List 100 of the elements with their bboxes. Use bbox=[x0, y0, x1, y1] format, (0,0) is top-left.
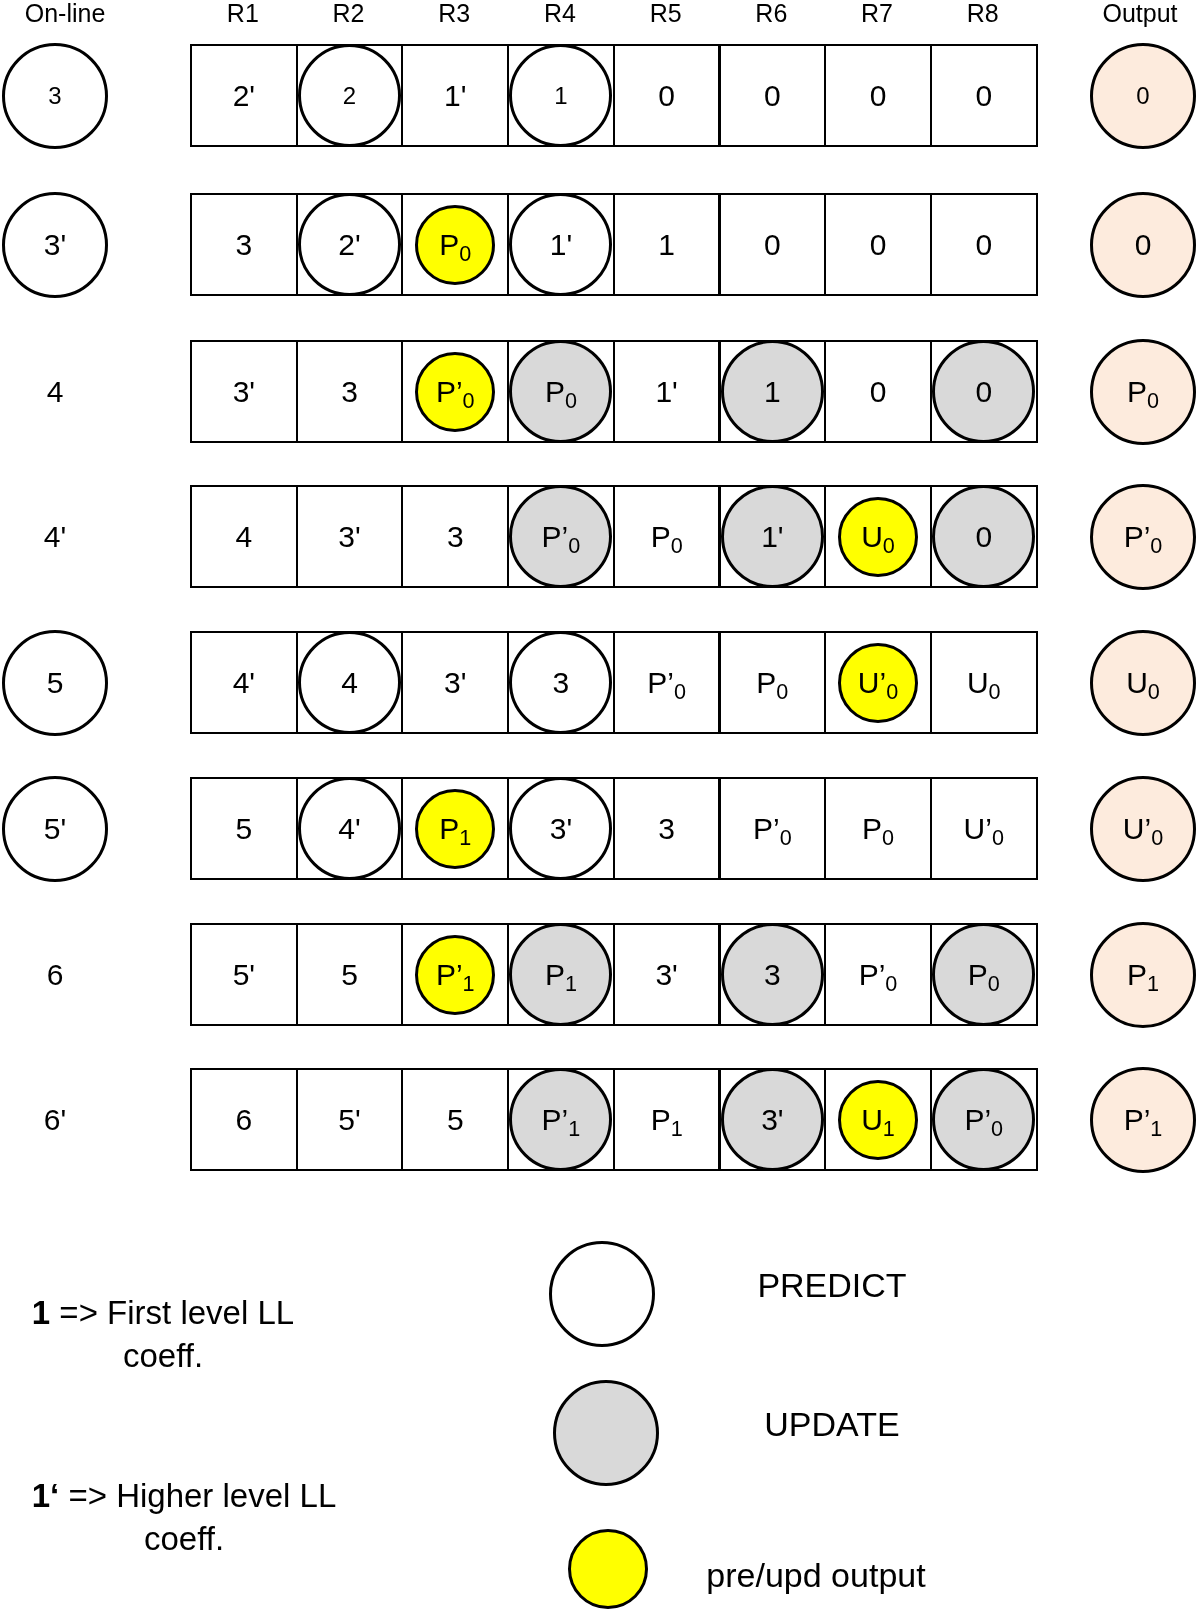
coefficient-label: P$_{0}$ bbox=[862, 813, 895, 844]
coefficient-label: P$_{1}$ bbox=[1127, 959, 1159, 990]
register-cell bbox=[190, 777, 298, 880]
coefficient-label: P’$_{0}$ bbox=[858, 959, 898, 990]
register-cell bbox=[401, 777, 510, 880]
coefficient-label: P’$_{0}$ bbox=[435, 376, 475, 407]
coefficient-label: 4 bbox=[341, 667, 358, 698]
column-header: R1 bbox=[226, 0, 259, 26]
coefficient-label: 3 bbox=[48, 83, 62, 108]
column-header: R2 bbox=[332, 0, 365, 26]
coefficient-label: 1 bbox=[554, 83, 568, 108]
register-cell bbox=[824, 777, 932, 880]
column-header: R4 bbox=[543, 0, 576, 26]
coefficient-label: 1' bbox=[444, 80, 467, 111]
register-cell bbox=[718, 777, 827, 880]
register-cell bbox=[824, 485, 932, 588]
coefficient-label: 3 bbox=[235, 229, 253, 260]
coefficient-label: 3 bbox=[658, 813, 675, 844]
coefficient-label: 2 bbox=[342, 83, 357, 108]
register-cell bbox=[190, 193, 298, 296]
register-cell bbox=[401, 193, 510, 296]
legend-label: pre/upd output bbox=[706, 1558, 926, 1592]
register-cell bbox=[824, 193, 932, 296]
coefficient-label: P’$_{1}$ bbox=[1123, 1104, 1163, 1135]
coefficient-label: 5 bbox=[46, 667, 64, 698]
coefficient-label: 4 bbox=[235, 521, 253, 552]
coefficient-label: P$_{0}$ bbox=[756, 667, 789, 698]
coefficient-label: 5' bbox=[232, 959, 256, 990]
coefficient-label: U’$_{0}$ bbox=[963, 813, 1004, 844]
coefficient-label: 6 bbox=[46, 959, 64, 990]
register-cell bbox=[718, 631, 827, 734]
coefficient-label: 3' bbox=[338, 521, 361, 552]
coefficient-label: 2' bbox=[232, 80, 256, 111]
coefficient-label: P’$_{0}$ bbox=[647, 667, 686, 698]
register-cell bbox=[929, 631, 1038, 734]
register-cell bbox=[718, 193, 827, 296]
legend-label: UPDATE bbox=[764, 1407, 900, 1441]
coefficient-label: 4' bbox=[232, 667, 256, 698]
coefficient-label: 3 bbox=[341, 376, 358, 407]
register-cell bbox=[295, 340, 404, 443]
coefficient-label: 3 bbox=[552, 667, 570, 698]
coefficient-label: U$_{0}$ bbox=[861, 521, 895, 552]
register-cell bbox=[718, 44, 827, 147]
column-header: R8 bbox=[966, 0, 999, 26]
coefficient-label: 3' bbox=[761, 1104, 784, 1135]
register-cell bbox=[190, 485, 298, 588]
coefficient-label: 0 bbox=[1134, 229, 1152, 260]
coefficient-label: 0 bbox=[1136, 83, 1150, 108]
column-header: Output bbox=[1102, 0, 1178, 26]
coefficient-label: U$_{1}$ bbox=[861, 1104, 895, 1135]
coefficient-label: P$_{0}$ bbox=[1127, 376, 1159, 407]
legend-label: PREDICT bbox=[757, 1268, 907, 1302]
coefficient-label: 5 bbox=[341, 959, 358, 990]
register-cell bbox=[295, 923, 404, 1026]
coefficient-label: P$_{1}$ bbox=[650, 1104, 683, 1135]
register-cell bbox=[824, 631, 932, 734]
coefficient-label: 0 bbox=[764, 80, 781, 111]
register-cell bbox=[612, 44, 721, 147]
register-cell bbox=[190, 631, 298, 734]
coefficient-label: 5' bbox=[43, 813, 67, 844]
register-cell bbox=[612, 923, 721, 1026]
coefficient-label: 0 bbox=[975, 229, 993, 260]
coefficient-label: P$_{0}$ bbox=[967, 959, 1000, 990]
register-cell bbox=[612, 777, 721, 880]
register-cell bbox=[929, 44, 1038, 147]
register-cell bbox=[612, 1068, 721, 1171]
coefficient-label: 0 bbox=[869, 229, 887, 260]
coefficient-label: 4' bbox=[338, 813, 361, 844]
coefficient-label: 1 bbox=[658, 229, 675, 260]
coefficient-label: 5' bbox=[338, 1104, 361, 1135]
coefficient-label: 6' bbox=[43, 1104, 67, 1135]
coefficient-label: 0 bbox=[869, 80, 887, 111]
coefficient-label: 0 bbox=[975, 376, 993, 407]
column-header: On-line bbox=[24, 0, 106, 26]
coefficient-label: 5 bbox=[446, 1104, 464, 1135]
register-cell bbox=[190, 340, 298, 443]
register-cell bbox=[401, 485, 510, 588]
column-header: R6 bbox=[755, 0, 788, 26]
coefficient-label: U$_{0}$ bbox=[1126, 667, 1160, 698]
register-cell bbox=[824, 1068, 932, 1171]
register-cell bbox=[612, 485, 721, 588]
coefficient-label: 6 bbox=[235, 1104, 253, 1135]
coefficient-label: P$_{0}$ bbox=[544, 376, 577, 407]
coefficient-label: P’$_{0}$ bbox=[1123, 521, 1163, 552]
coefficient-label: 1 bbox=[764, 376, 781, 407]
coefficient-label: 1' bbox=[655, 376, 678, 407]
register-cell bbox=[401, 44, 510, 147]
register-cell bbox=[929, 777, 1038, 880]
coefficient-label: 1' bbox=[761, 521, 784, 552]
notation-note: 1 => First level LL coeff. bbox=[30, 1293, 296, 1376]
coefficient-label: 2' bbox=[338, 229, 361, 260]
coefficient-label: P’$_{0}$ bbox=[964, 1104, 1004, 1135]
coefficient-label: P$_{1}$ bbox=[544, 959, 577, 990]
coefficient-label: U$_{0}$ bbox=[966, 667, 1001, 698]
coefficient-label: 3 bbox=[446, 521, 464, 552]
coefficient-label: U’$_{0}$ bbox=[857, 667, 899, 698]
register-cell bbox=[824, 44, 932, 147]
register-cell bbox=[824, 923, 932, 1026]
register-cell bbox=[190, 923, 298, 1026]
coefficient-label: P’$_{0}$ bbox=[541, 521, 581, 552]
